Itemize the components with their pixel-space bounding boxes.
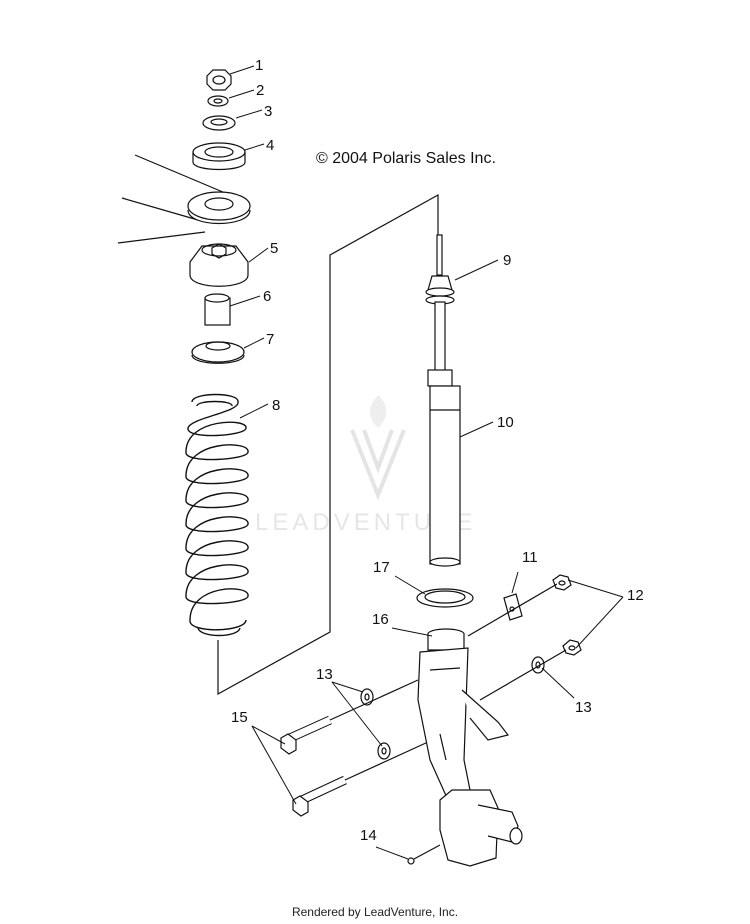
callout-5: 5 — [270, 240, 278, 257]
spring-stack-leader-3 — [117, 231, 206, 244]
nut-lower-leader — [479, 649, 567, 701]
copyright-text: © 2004 Polaris Sales Inc. — [316, 150, 496, 167]
spring-stack-leader-1 — [134, 154, 231, 196]
callout-7: 7 — [266, 331, 274, 348]
part-10-shock-absorber — [425, 234, 461, 567]
callout-13-left: 13 — [316, 666, 333, 683]
callout-16: 16 — [372, 611, 389, 628]
callout-3: 3 — [264, 103, 272, 120]
callout-10: 10 — [497, 414, 514, 431]
part-17-ring — [416, 588, 474, 608]
assembly-leader-line — [217, 193, 439, 696]
callout-leaders — [228, 65, 624, 860]
callout-1: 1 — [255, 57, 263, 74]
callout-14: 14 — [360, 827, 377, 844]
bolt-lower-leader — [344, 741, 429, 781]
part-1-nut — [206, 69, 232, 91]
part-11-clip — [503, 593, 523, 621]
callout-labels: 1 2 3 4 5 6 7 8 9 10 11 12 13 13 14 15 1… — [231, 57, 644, 844]
part-6-bushing — [204, 293, 231, 326]
callout-4: 4 — [266, 137, 274, 154]
callout-2: 2 — [256, 82, 264, 99]
part-12-nuts — [552, 574, 582, 656]
part-15-bolts — [280, 715, 347, 817]
upper-spring-mount — [187, 191, 251, 225]
leadventure-watermark-logo — [350, 395, 406, 501]
callout-17: 17 — [373, 559, 390, 576]
callout-11: 11 — [522, 549, 538, 566]
part-8-coil-spring — [185, 393, 249, 637]
part-4-bearing — [192, 142, 246, 171]
part-13-washers — [360, 656, 545, 760]
part-7-spring-seat — [191, 341, 245, 364]
part-2-washer — [207, 95, 229, 107]
callout-9: 9 — [503, 252, 511, 269]
callout-12: 12 — [627, 587, 644, 604]
callout-8: 8 — [272, 397, 280, 414]
callout-15: 15 — [231, 709, 248, 726]
part-14-fitting — [407, 844, 441, 865]
callout-6: 6 — [263, 288, 271, 305]
footer-credit: Rendered by LeadVenture, Inc. — [291, 905, 459, 919]
part-3-washer — [202, 115, 236, 131]
bolt-upper-leader — [329, 679, 419, 721]
callout-13-right: 13 — [575, 699, 592, 716]
part-16-spindle-knuckle — [417, 628, 523, 867]
nut-upper-leader — [467, 583, 558, 637]
part-5-bump-stop — [189, 243, 249, 287]
spring-stack-leader-2 — [121, 197, 199, 221]
